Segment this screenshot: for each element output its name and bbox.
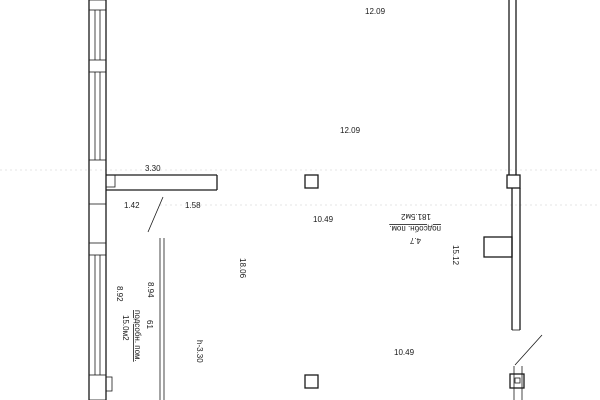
column — [304, 174, 319, 189]
wall-pier — [88, 242, 107, 256]
dimension-label: 12.09 — [365, 7, 386, 16]
wall-pier — [88, 159, 107, 205]
dimension-label: 15.12 — [451, 245, 460, 266]
wall-stub — [483, 236, 513, 258]
door-swing — [514, 334, 543, 366]
room-label-utility: 61 подсобн. пом. 15.0м2 — [121, 310, 154, 362]
dimension-label: 10.49 — [394, 348, 415, 357]
dimension-label: 8.92 — [115, 286, 124, 302]
wall-pier — [88, 0, 107, 11]
dimension-label: 1.58 — [185, 201, 201, 210]
room-label-hall: 4.7 подсобн. пом. 181.5м2 — [389, 212, 441, 245]
right-wall — [506, 0, 525, 400]
wall-pier — [88, 59, 107, 73]
height-mark: h-3.30 — [195, 340, 204, 363]
wall-pier — [88, 374, 107, 400]
column — [304, 374, 319, 389]
room-number: 61 — [145, 320, 154, 329]
room-number: 4.7 — [409, 236, 421, 245]
wall-niche — [105, 174, 116, 188]
wall-pier — [105, 376, 113, 392]
dimension-label: 3.30 — [145, 164, 161, 173]
internal-partition — [106, 174, 218, 191]
room-name: подсобн. пом. — [133, 310, 142, 362]
room-name: подсобн. пом. — [389, 224, 441, 233]
dimension-label: 8.94 — [146, 282, 155, 298]
dimension-label: 10.49 — [313, 215, 334, 224]
room-area: 181.5м2 — [400, 212, 431, 221]
door-swing — [147, 196, 164, 233]
dimension-label: 12.09 — [340, 126, 361, 135]
left-wall — [88, 0, 113, 400]
room-area: 15.0м2 — [121, 315, 130, 341]
dimension-label: 18.06 — [238, 258, 247, 279]
dimension-label: 1.42 — [124, 201, 140, 210]
